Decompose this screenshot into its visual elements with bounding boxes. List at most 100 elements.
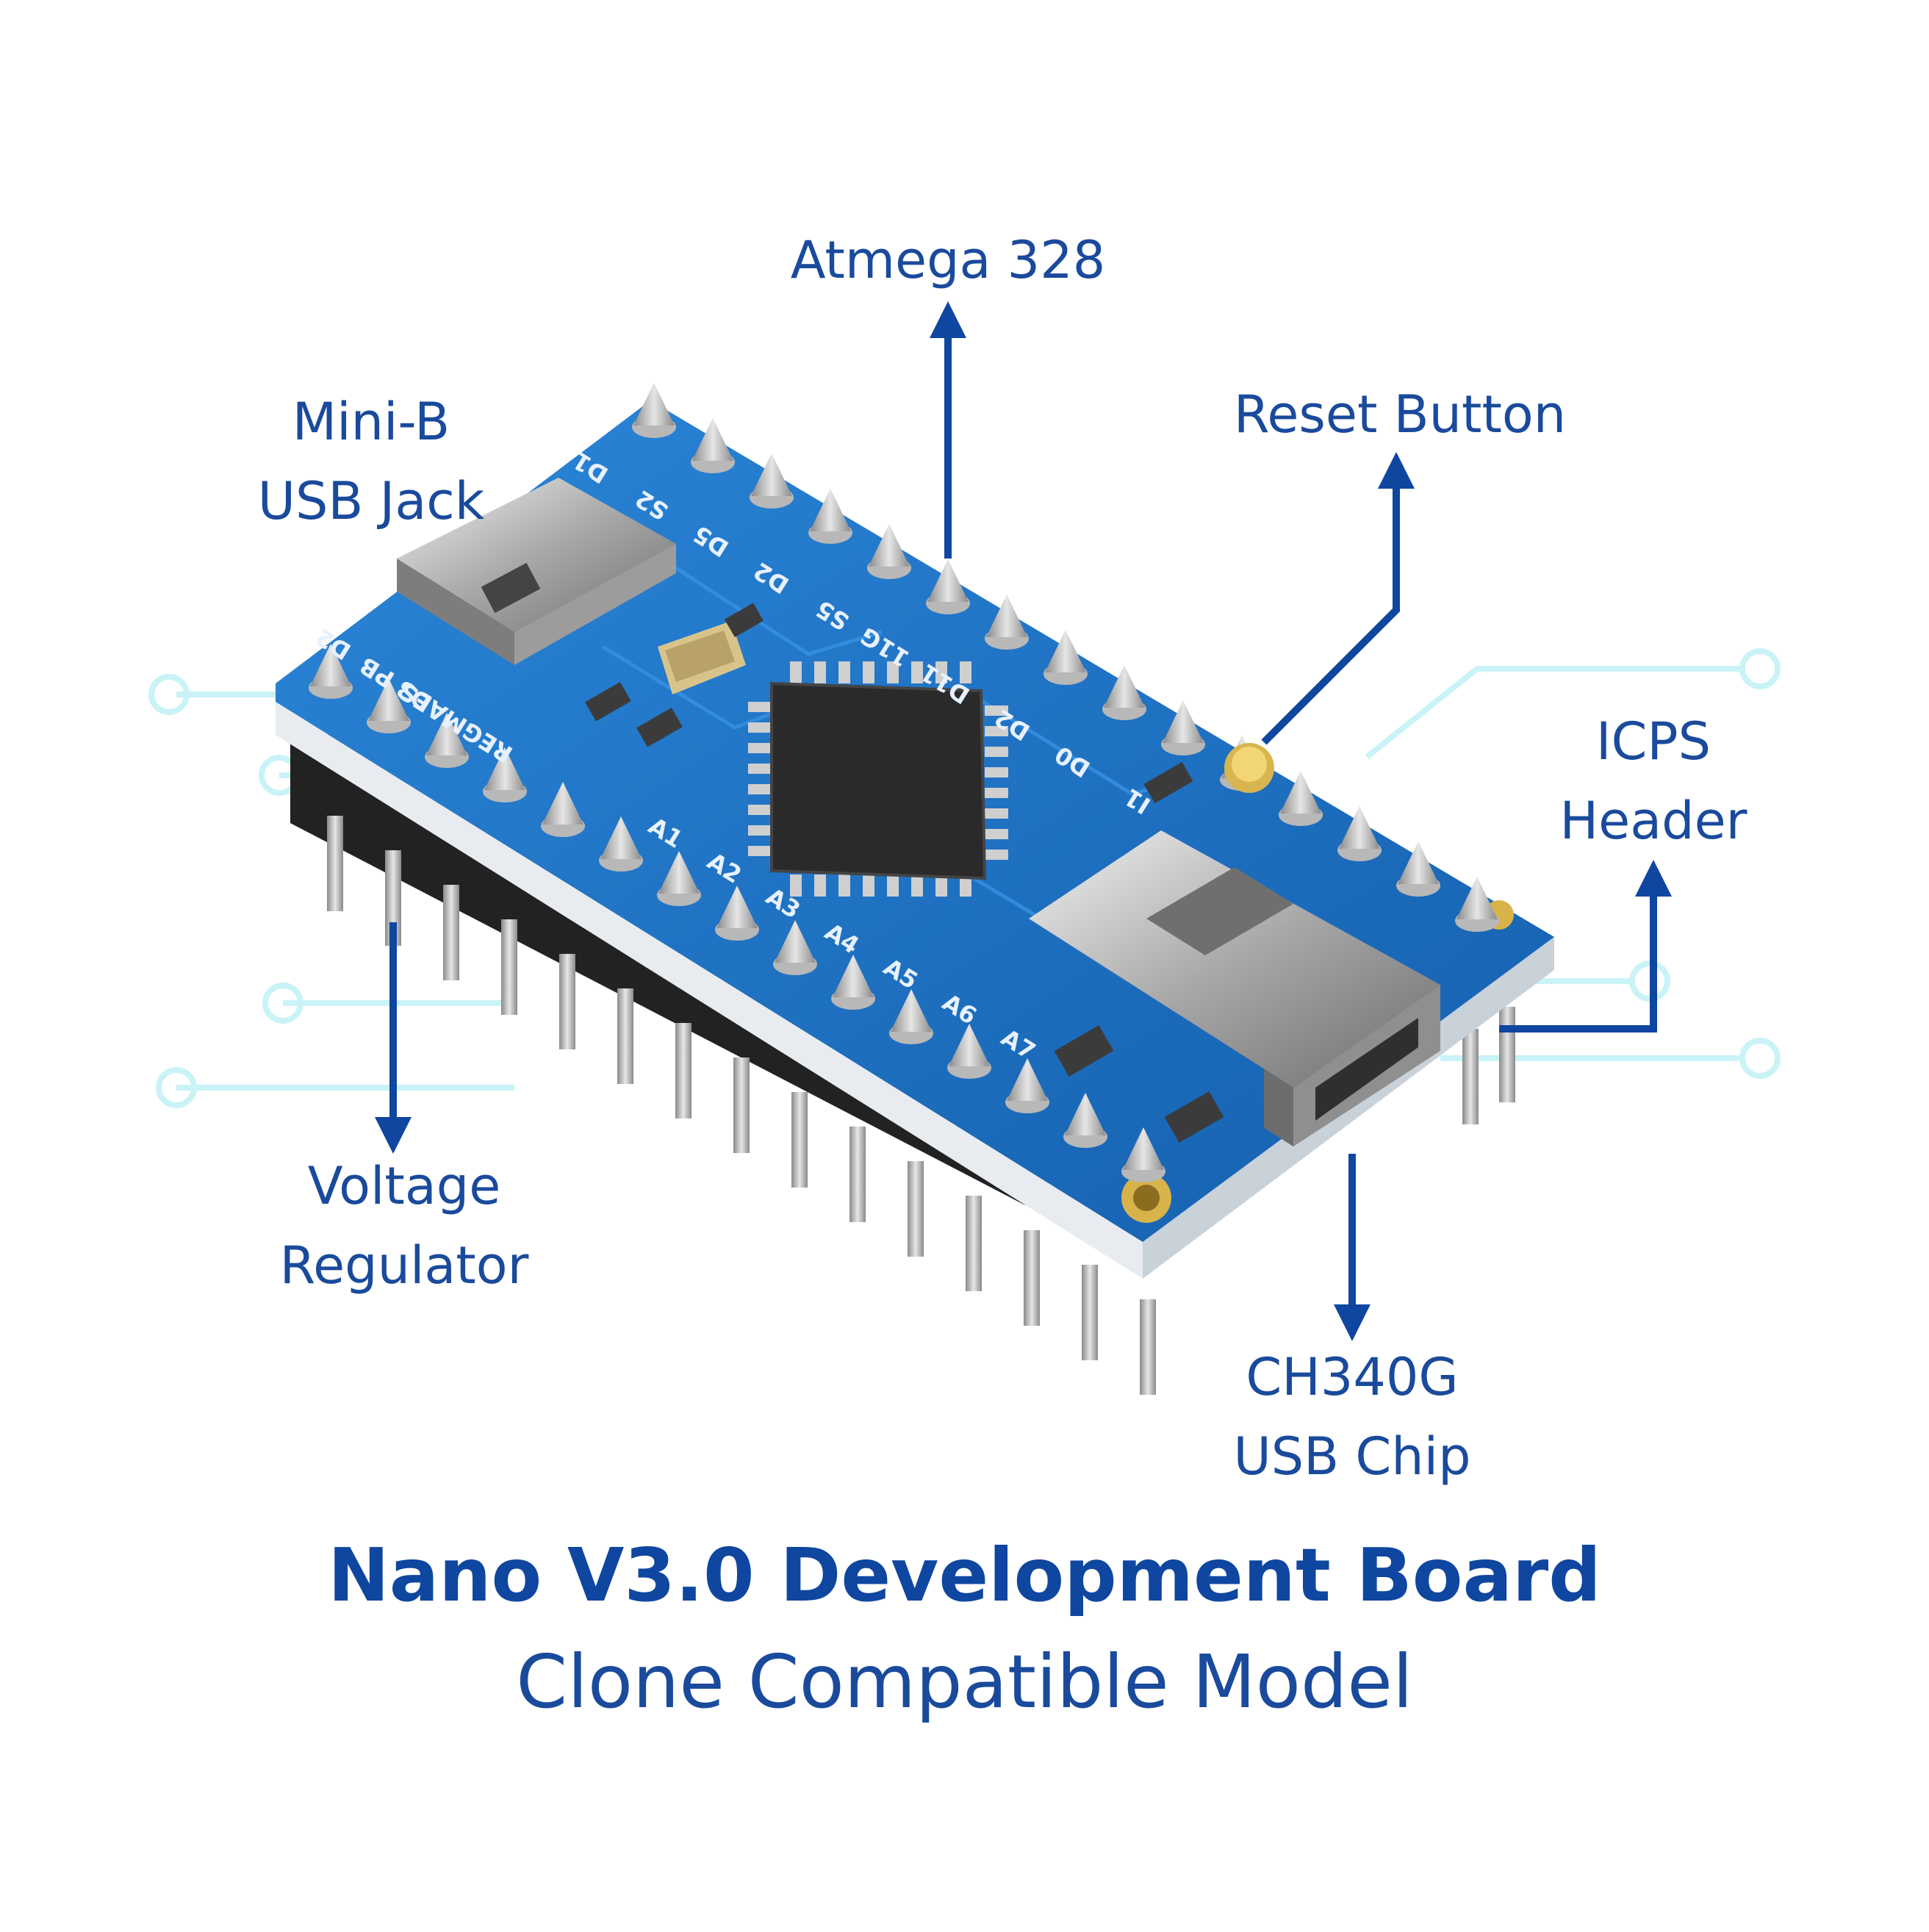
pin-cone (657, 851, 701, 906)
page-subtitle: Clone Compatible Model (516, 1639, 1413, 1725)
pin-leg (443, 885, 459, 980)
pin-cone (425, 713, 469, 768)
icps-label: ICPS Header (1521, 702, 1786, 861)
chip-leg (814, 661, 826, 683)
pin-cone (889, 989, 933, 1044)
crystal (658, 621, 746, 694)
chip-leg (985, 788, 1008, 798)
atmega-text: Atmega 328 (790, 230, 1106, 290)
pin-cone (715, 886, 759, 941)
chip-leg (814, 875, 826, 897)
pin-cone (1121, 1127, 1165, 1182)
pin-leg (1499, 1007, 1515, 1102)
chip-leg (960, 875, 971, 897)
chip-leg (985, 726, 1008, 736)
smd-components (585, 603, 1224, 1143)
mini-b-line-1: Mini-B (292, 392, 450, 452)
pin-leg (908, 1161, 924, 1257)
pin-cone (1455, 877, 1499, 932)
pin-cone (1043, 630, 1088, 685)
reset-arrow (1261, 452, 1415, 745)
chip-leg (911, 875, 923, 897)
mini-b-line-2: USB Jack (257, 471, 485, 531)
chip-leg (748, 784, 772, 794)
voltage-line-1: Voltage (307, 1156, 501, 1216)
pin-leg (1140, 1299, 1156, 1395)
atmega-label: Atmega 328 (764, 220, 1132, 300)
icps-line-1: ICPS (1595, 711, 1711, 772)
pin-leg (1462, 1029, 1479, 1124)
chip-leg (985, 829, 1008, 839)
chip-leg (790, 875, 802, 897)
icps-arrow (1499, 860, 1672, 1033)
pin-cone (1063, 1093, 1107, 1148)
pin-cone (947, 1024, 991, 1079)
chip-leg (911, 661, 923, 683)
chip-leg (985, 808, 1008, 819)
chip-leg (887, 875, 899, 897)
pin-cone (808, 489, 852, 544)
chip-leg (960, 661, 971, 683)
reset-label: Reset Button (1190, 375, 1609, 454)
reset-button (1224, 743, 1274, 793)
pin-cone (867, 524, 911, 579)
chip-leg (748, 805, 772, 815)
callout-arrows (375, 301, 1672, 1341)
pin-cone (1279, 771, 1323, 826)
pin-cone (483, 747, 527, 802)
pin-leg (559, 954, 575, 1049)
voltage-line-2: Regulator (279, 1235, 529, 1296)
pin-cone (926, 559, 970, 614)
pin-leg (1082, 1265, 1098, 1360)
pin-cone (750, 453, 794, 509)
chip-leg (748, 764, 772, 774)
chip-leg (838, 661, 850, 683)
voltage-label: Voltage Regulator (250, 1146, 558, 1305)
ch340-line-1: CH340G (1246, 1347, 1459, 1407)
pin-leg (385, 850, 401, 946)
chip-leg (985, 747, 1008, 757)
chip-leg (748, 722, 772, 733)
pin-cone (1005, 1058, 1049, 1113)
chip-leg (935, 875, 947, 897)
pin-cone (1161, 700, 1205, 755)
chip-leg (985, 705, 1008, 716)
chip-leg (935, 661, 947, 683)
pin-cone (1102, 665, 1146, 720)
pin-cone (691, 418, 735, 473)
pin-cone (831, 955, 875, 1010)
chip-leg (748, 702, 772, 712)
pin-legs (327, 816, 1515, 1395)
pin-cone (309, 644, 353, 699)
pin-leg (966, 1196, 982, 1291)
chip-leg (985, 767, 1008, 778)
page-title: Nano V3.0 Development Board (328, 1532, 1601, 1618)
pin-cone (985, 595, 1029, 650)
chip-leg (748, 846, 772, 856)
chip-leg (863, 875, 874, 897)
right-usb-connector (1029, 830, 1440, 1146)
pin-cone (1396, 841, 1440, 897)
pin-leg (733, 1057, 750, 1153)
pin-leg (501, 919, 517, 1015)
mini-b-label: Mini-B USB Jack (224, 382, 518, 541)
chip-leg (748, 825, 772, 836)
chip-leg (790, 661, 802, 683)
pin-leg (675, 1023, 692, 1118)
pin-leg (617, 988, 633, 1084)
pin-cone (541, 782, 585, 837)
atmega-chip (748, 661, 1008, 897)
pin-cone (367, 678, 411, 733)
icps-line-2: Header (1559, 791, 1747, 851)
left-usb-connector (397, 478, 676, 665)
chip-leg (887, 661, 899, 683)
ch340-label: CH340G USB Chip (1190, 1337, 1514, 1496)
chip-leg (985, 850, 1008, 860)
ch340-line-2: USB Chip (1233, 1426, 1471, 1487)
reset-text: Reset Button (1233, 384, 1567, 445)
top-pin-cones (309, 383, 1499, 1182)
chip-leg (863, 661, 874, 683)
pin-cone (632, 383, 676, 438)
chip-leg (748, 743, 772, 753)
